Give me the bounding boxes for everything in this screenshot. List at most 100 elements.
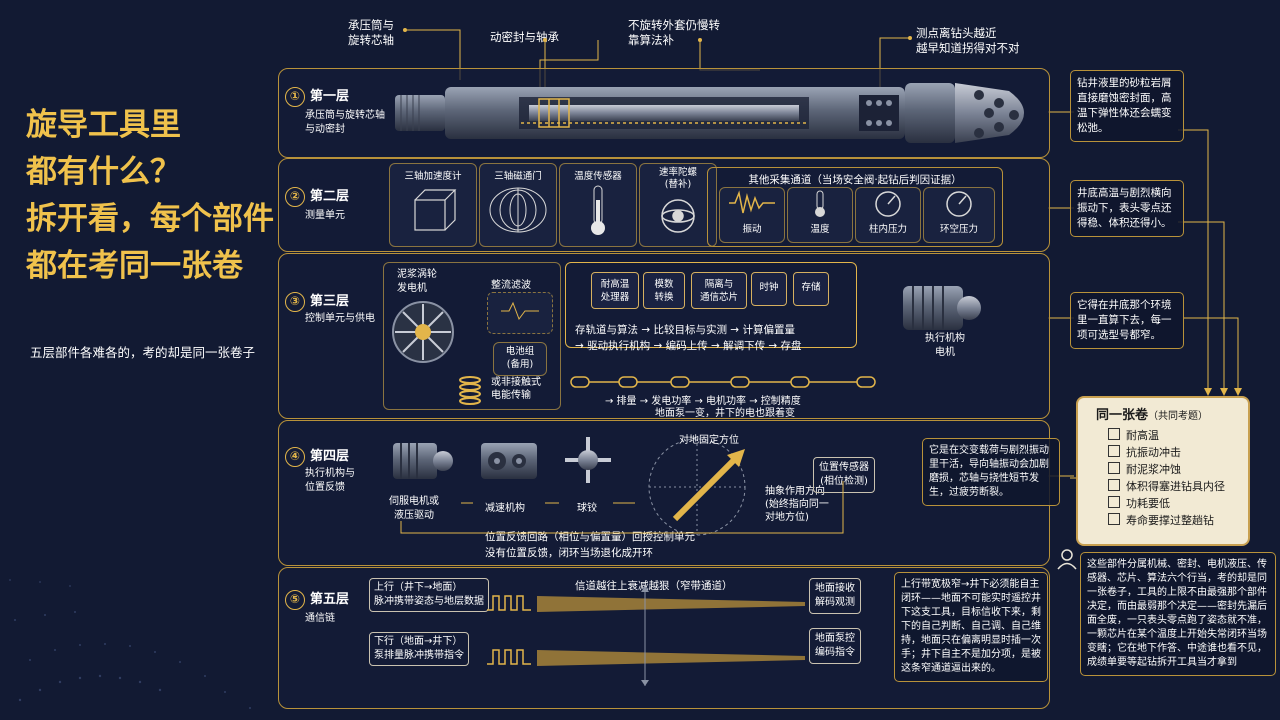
channel-vibration: 振动 bbox=[719, 187, 785, 243]
chip-storage: 存储 bbox=[793, 272, 829, 306]
callout-seal: 钻井液里的砂粒岩屑直接磨蚀密封面，高温下弹性体还会蠕变松弛。 bbox=[1070, 70, 1184, 142]
orientation-dial bbox=[648, 438, 746, 536]
rectifier-icon bbox=[501, 301, 539, 321]
layer-1-subtitle: 承压筒与旋转芯轴 与动密封 bbox=[305, 110, 385, 135]
thermometer-small-icon bbox=[815, 190, 825, 217]
callout-sensor: 井底高温与剧烈横向振动下，表头零点还得稳、体积还得小。 bbox=[1070, 180, 1184, 237]
power-chain-note: 地面泵一变，井下的电也跟着变 bbox=[655, 408, 795, 419]
control-chip-group bbox=[565, 262, 857, 348]
exam-item: 抗振动冲击 bbox=[1108, 444, 1248, 461]
checkbox-icon bbox=[1108, 428, 1120, 440]
gauge-icon bbox=[875, 191, 901, 217]
power-chain-label: → 排量 → 发电功率 → 电机功率 → 控制精度 bbox=[605, 396, 801, 407]
gyroscope-icon bbox=[661, 199, 695, 233]
chip-clock: 时钟 bbox=[751, 272, 787, 306]
drill-tool-illustration bbox=[395, 83, 1024, 143]
servo-motor-icon bbox=[393, 443, 453, 479]
actuator-motor-label: 执行机构 电机 bbox=[925, 333, 965, 358]
coil-icon bbox=[459, 376, 481, 405]
checkbox-icon bbox=[1108, 479, 1120, 491]
exam-scroll: 同一张卷（共同考题） 耐高温 抗振动冲击 耐泥浆冲蚀 体积得塞进钻具内径 功耗要… bbox=[1078, 398, 1248, 544]
ground-pump-box: 地面泵控 编码指令 bbox=[809, 628, 861, 664]
annotation-pressure-housing: 承压筒与 旋转芯轴 bbox=[348, 18, 394, 47]
headline-line-4: 都在考同一张卷 bbox=[26, 248, 243, 284]
thermometer-icon bbox=[591, 185, 605, 235]
channel-temperature: 温度 bbox=[787, 187, 853, 243]
servo-motor-label: 伺服电机或 液压驱动 bbox=[389, 496, 439, 521]
feedback-loop-arrow bbox=[400, 481, 844, 534]
other-channels-group: 其他采集通道（当场安全阀·起钻后判因证据） bbox=[707, 167, 1003, 247]
reducer-label: 减速机构 bbox=[485, 503, 525, 514]
exam-item: 耐高温 bbox=[1108, 427, 1248, 444]
waveform-icon bbox=[729, 190, 775, 214]
cube-icon bbox=[414, 189, 457, 231]
chip-adc: 模数 转换 bbox=[643, 272, 685, 309]
chip-processor: 耐高温 处理器 bbox=[591, 272, 639, 309]
exam-title: 同一张卷（共同考题） bbox=[1096, 408, 1209, 423]
filter-box bbox=[487, 292, 553, 334]
chip-isolation: 隔离与 通信芯片 bbox=[691, 272, 747, 309]
generator-label: 泥浆涡轮 发电机 bbox=[397, 269, 437, 294]
channel-annular-pressure: 环空压力 bbox=[923, 187, 995, 243]
magnetic-field-icon bbox=[489, 187, 547, 233]
channel-internal-pressure: 柱内压力 bbox=[855, 187, 921, 243]
subline: 五层部件各难各的，考的却是同一张卷子 bbox=[30, 345, 256, 360]
control-flow-line-1: 存轨道与算法 → 比较目标与实测 → 计算偏置量 bbox=[575, 324, 795, 336]
control-flow-line-2: → 驱动执行机构 → 编码上传 → 解调下传 → 存盘 bbox=[575, 340, 802, 352]
downlink-box: 下行（地面→井下） 泵排量脉冲携带指令 bbox=[369, 632, 469, 666]
dot-wave-decoration bbox=[9, 579, 251, 709]
reducer-icon bbox=[481, 443, 537, 479]
actuator-motor-icon bbox=[903, 286, 981, 330]
fixed-orientation-label: 对地固定方位 bbox=[679, 435, 739, 446]
callout-control: 它得在井底那个环境里一直算下去，每一项可选型号都窄。 bbox=[1070, 292, 1184, 349]
checkbox-icon bbox=[1108, 462, 1120, 474]
power-chain-icon bbox=[570, 376, 876, 388]
sensor-magnetometer: 三轴磁通门 bbox=[479, 163, 557, 247]
headline-line-3: 拆开看，每个部件 bbox=[26, 201, 274, 237]
checkbox-icon bbox=[1108, 445, 1120, 457]
annotation-non-rotating-sleeve: 不旋转外套仍慢转 靠算法补 bbox=[628, 18, 720, 47]
turbine-icon bbox=[392, 301, 454, 363]
layer-5-subtitle: 通信链 bbox=[305, 613, 335, 624]
signal-channel-diagram bbox=[487, 586, 805, 686]
position-sensor-box: 位置传感器 (相位检测) bbox=[813, 457, 875, 493]
wireless-power-label: 或非接触式 电能传输 bbox=[491, 377, 541, 401]
person-icon bbox=[1057, 549, 1077, 570]
checkbox-icon bbox=[1108, 513, 1120, 525]
channel-label: 信道越往上衰减越狠（窄带通道） bbox=[575, 580, 733, 592]
gauge-icon bbox=[946, 191, 972, 217]
feedback-loop-note: 没有位置反馈，闭环当场退化成开环 bbox=[485, 547, 653, 559]
bias-direction-label: 抽象作用方向 (始终指向同一 对地方位) bbox=[765, 486, 829, 523]
ball-joint-icon bbox=[565, 437, 611, 483]
headline-line-2: 都有什么？ bbox=[26, 154, 181, 190]
sensor-temperature: 温度传感器 bbox=[559, 163, 637, 247]
headline: 旋导工具里 都有什么？ 拆开看，每个部件 都在考同一张卷 bbox=[26, 102, 276, 290]
layer-3-subtitle: 控制单元与供电 bbox=[305, 313, 375, 324]
sensor-gyro: 速率陀螺 (替补) bbox=[639, 163, 717, 247]
exam-item: 耐泥浆冲蚀 bbox=[1108, 461, 1248, 478]
annotation-dynamic-seal: 动密封与轴承 bbox=[490, 30, 559, 44]
exam-item: 寿命要撑过整趟钻 bbox=[1108, 512, 1248, 529]
power-supply-group bbox=[383, 262, 561, 410]
uplink-box: 上行（井下→地面） 脉冲携带姿态与地层数据 bbox=[369, 578, 489, 612]
sensor-accelerometer: 三轴加速度计 bbox=[389, 163, 477, 247]
checkbox-icon bbox=[1108, 496, 1120, 508]
filter-label: 整流滤波 bbox=[491, 280, 531, 291]
feedback-loop-label: 位置反馈回路（相位与偏置量）回授控制单元 bbox=[485, 531, 695, 543]
annotation-sensor-distance: 测点离钻头越近 越早知道拐得对不对 bbox=[916, 26, 1020, 55]
other-channels-title: 其他采集通道（当场安全阀·起钻后判因证据） bbox=[748, 174, 962, 186]
ground-receiver-box: 地面接收 解码观测 bbox=[809, 578, 861, 614]
callout-communication: 上行带宽极窄→井下必须能自主闭环——地面不可能实时遥控井下这支工具，目标信收下来… bbox=[894, 572, 1048, 682]
callout-summary: 这些部件分属机械、密封、电机液压、传感器、芯片、算法六个行当，考的却是同一张卷子… bbox=[1080, 552, 1276, 676]
battery-box: 电池组 (备用) bbox=[493, 342, 547, 376]
layer-4-subtitle: 执行机构与 位置反馈 bbox=[305, 468, 355, 493]
layer-2-subtitle: 测量单元 bbox=[305, 210, 345, 221]
